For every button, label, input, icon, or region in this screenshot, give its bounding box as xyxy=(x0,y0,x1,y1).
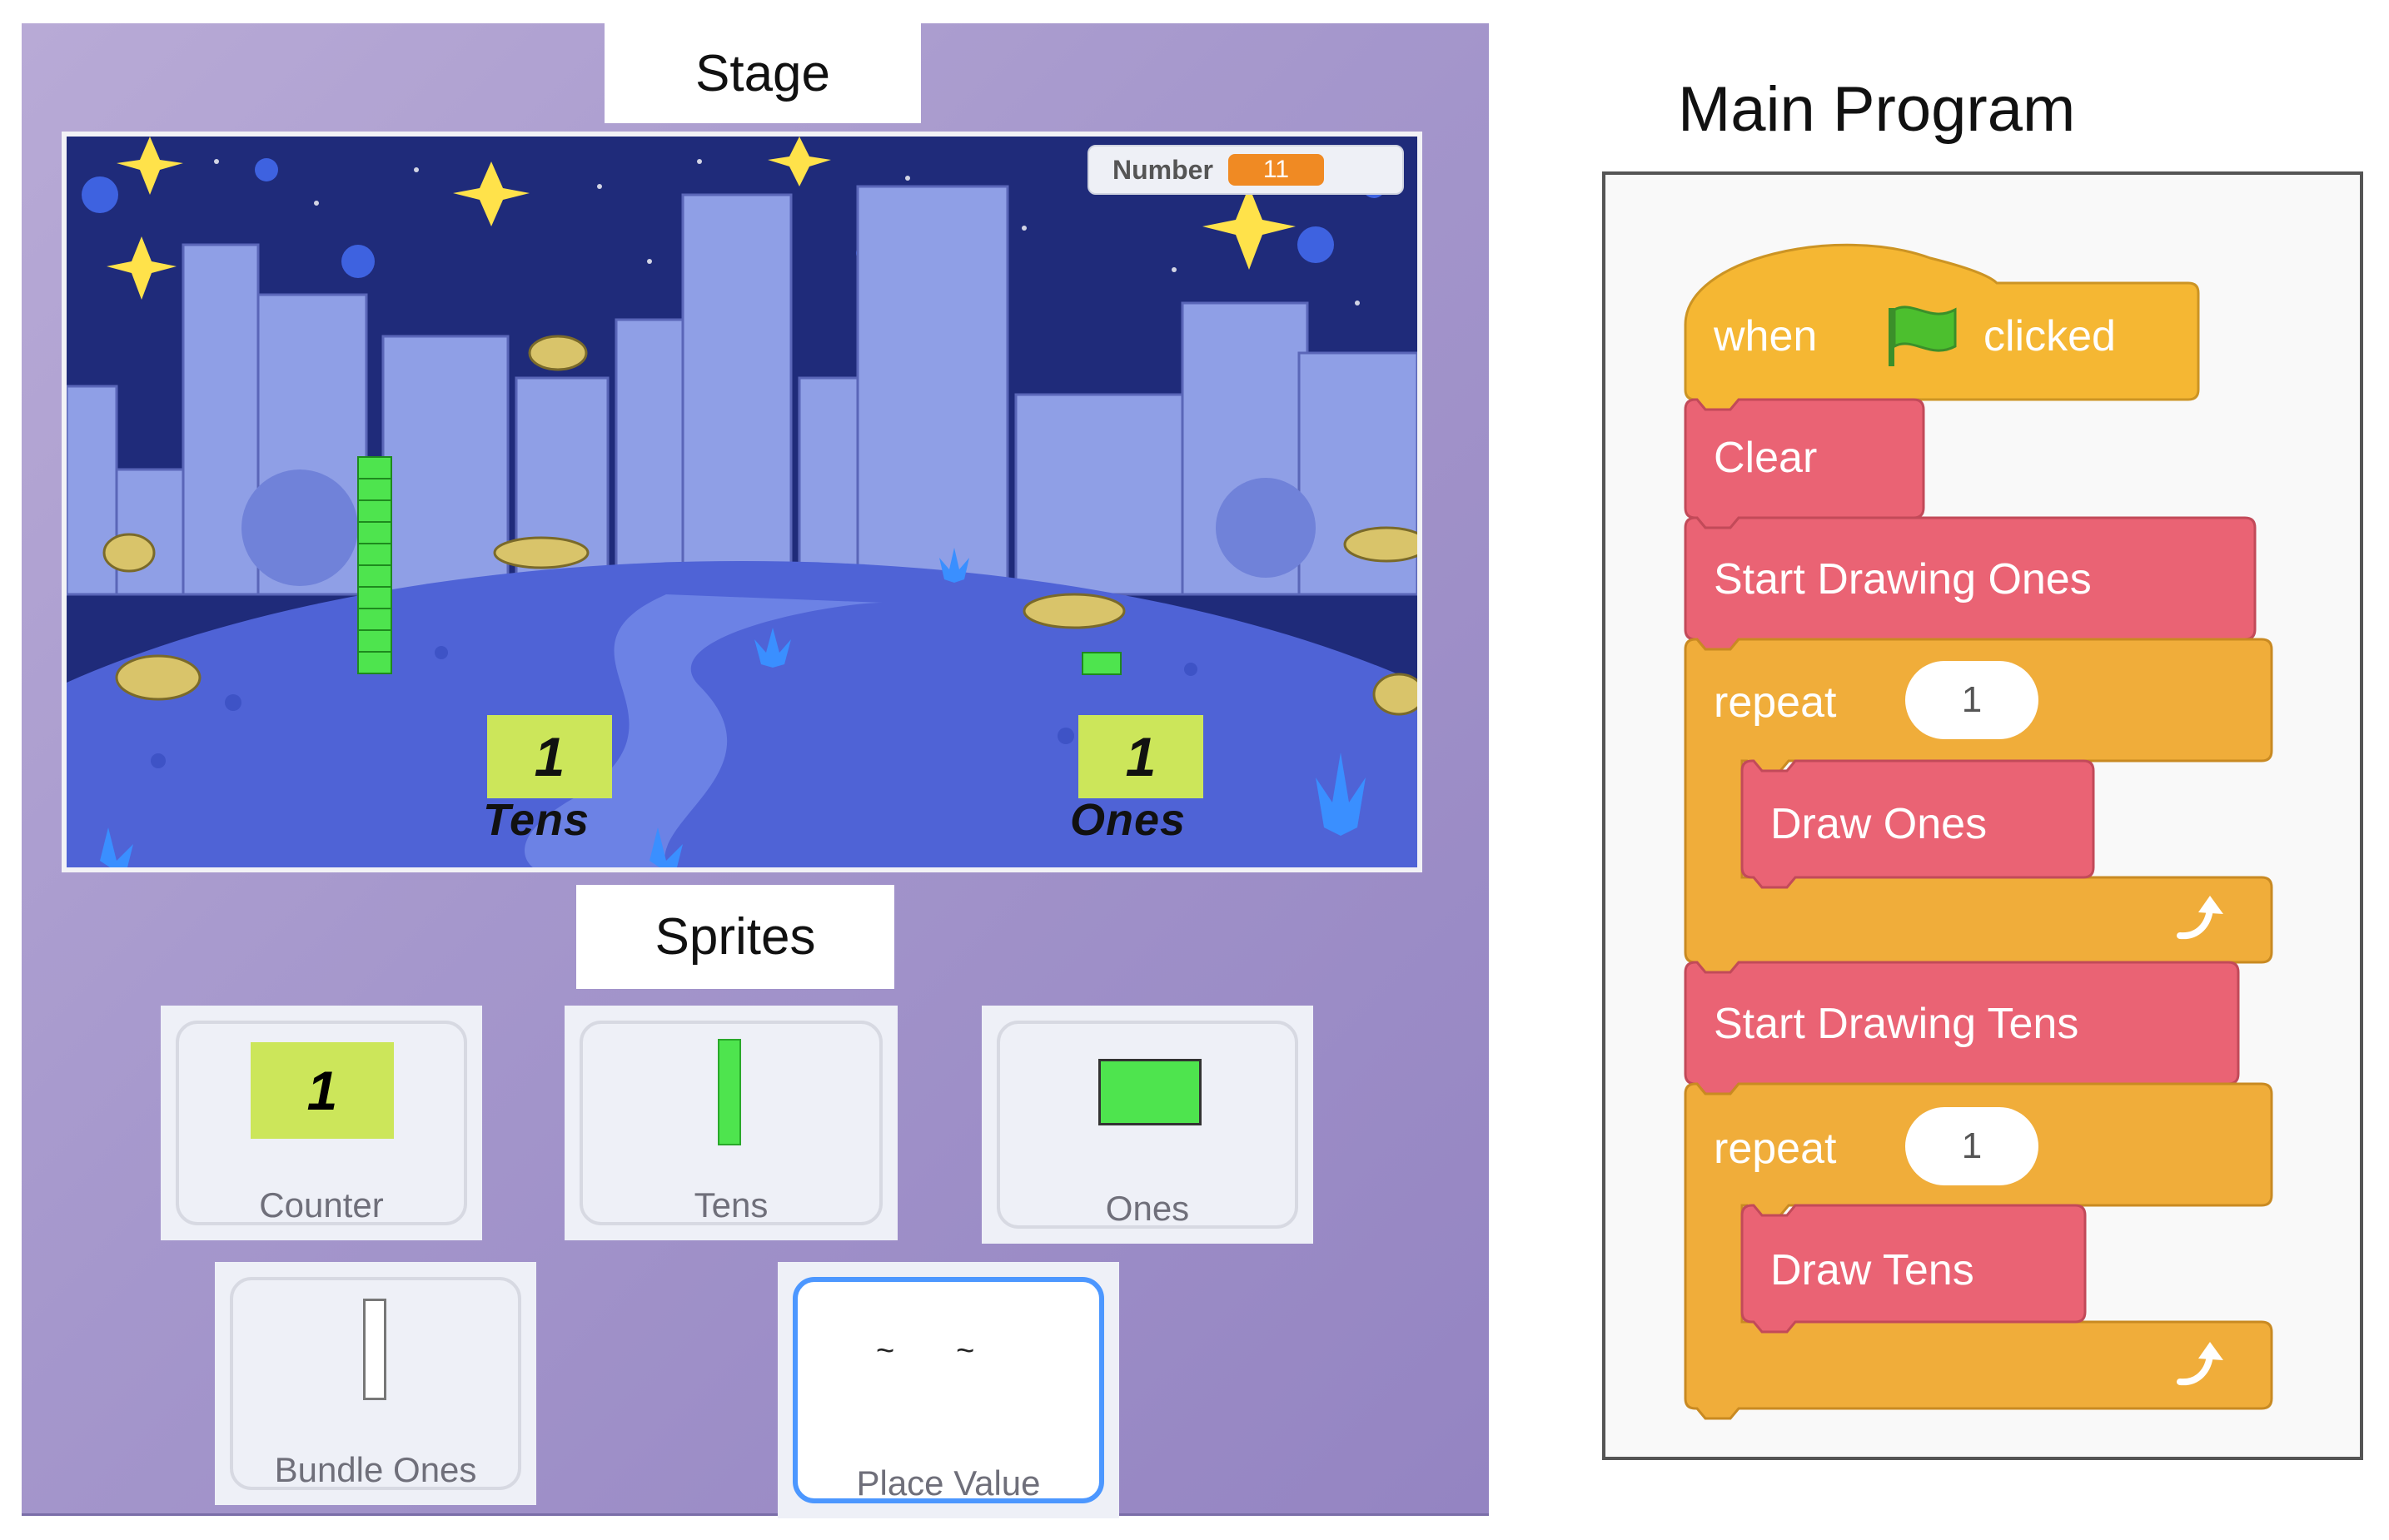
ones-thumbnail xyxy=(1098,1059,1202,1125)
repeat-count-input[interactable]: 1 xyxy=(1905,661,2038,739)
sprite-name: Place Value xyxy=(856,1463,1041,1503)
repeat-label: repeat xyxy=(1714,1125,1837,1173)
sprite-tile-place-value[interactable]: ~ ~ Place Value xyxy=(778,1262,1119,1518)
start-drawing-ones-label: Start Drawing Ones xyxy=(1714,555,2092,604)
city-backdrop xyxy=(67,137,1417,867)
draw-ones-label: Draw Ones xyxy=(1770,800,1988,848)
sprite-name: Counter xyxy=(259,1185,384,1225)
star-icons xyxy=(107,137,1296,300)
editor-panel: Stage xyxy=(22,23,1489,1518)
counter-thumbnail: 1 xyxy=(251,1042,394,1139)
repeat-label: repeat xyxy=(1714,678,1837,727)
sprite-tile-ones[interactable]: Ones xyxy=(982,1006,1313,1244)
sprite-name: Tens xyxy=(694,1185,769,1225)
tens-rod xyxy=(357,456,392,674)
main-program-title: Main Program xyxy=(1678,74,2076,145)
monitor-value: 11 xyxy=(1227,154,1325,186)
draw-tens-block xyxy=(1740,1204,2087,1334)
sprite-name: Ones xyxy=(1105,1189,1190,1228)
placevalue-thumbnail: ~ ~ xyxy=(876,1334,975,1369)
clear-label: Clear xyxy=(1714,434,1818,482)
bundle-thumbnail xyxy=(363,1299,386,1400)
repeat-count-input[interactable]: 1 xyxy=(1905,1107,2038,1185)
ones-counter: 1 xyxy=(1078,715,1203,798)
sprite-tile-bundle-ones[interactable]: Bundle Ones xyxy=(215,1262,536,1505)
ones-caption: Ones xyxy=(1070,795,1187,845)
draw-ones-block xyxy=(1740,759,2095,889)
repeat-block-2 xyxy=(1684,1082,2273,1420)
stage-canvas[interactable]: Number 11 1 Tens 1 Ones xyxy=(62,132,1422,872)
sprite-name: Bundle Ones xyxy=(274,1450,477,1489)
sprites-label: Sprites xyxy=(576,885,894,989)
clicked-label: clicked xyxy=(1983,312,2116,360)
when-label: when xyxy=(1714,312,1818,360)
tens-thumbnail xyxy=(718,1039,741,1145)
sprite-tile-tens[interactable]: Tens xyxy=(565,1006,898,1240)
script-area[interactable]: when clicked Clear Start Drawing Ones re… xyxy=(1602,171,2363,1460)
draw-tens-label: Draw Tens xyxy=(1770,1246,1974,1294)
script-blocks xyxy=(1684,243,2273,1420)
green-flag-icon xyxy=(1889,306,1957,366)
tens-counter: 1 xyxy=(487,715,612,798)
ones-block xyxy=(1082,652,1122,675)
number-variable-monitor: Number 11 xyxy=(1087,145,1404,195)
sprite-tile-counter[interactable]: 1 Counter xyxy=(161,1006,482,1240)
start-drawing-tens-label: Start Drawing Tens xyxy=(1714,1000,2079,1048)
repeat-block-1 xyxy=(1684,638,2273,974)
stage-label: Stage xyxy=(605,23,921,123)
monitor-label: Number xyxy=(1112,154,1213,185)
tens-caption: Tens xyxy=(483,795,590,845)
